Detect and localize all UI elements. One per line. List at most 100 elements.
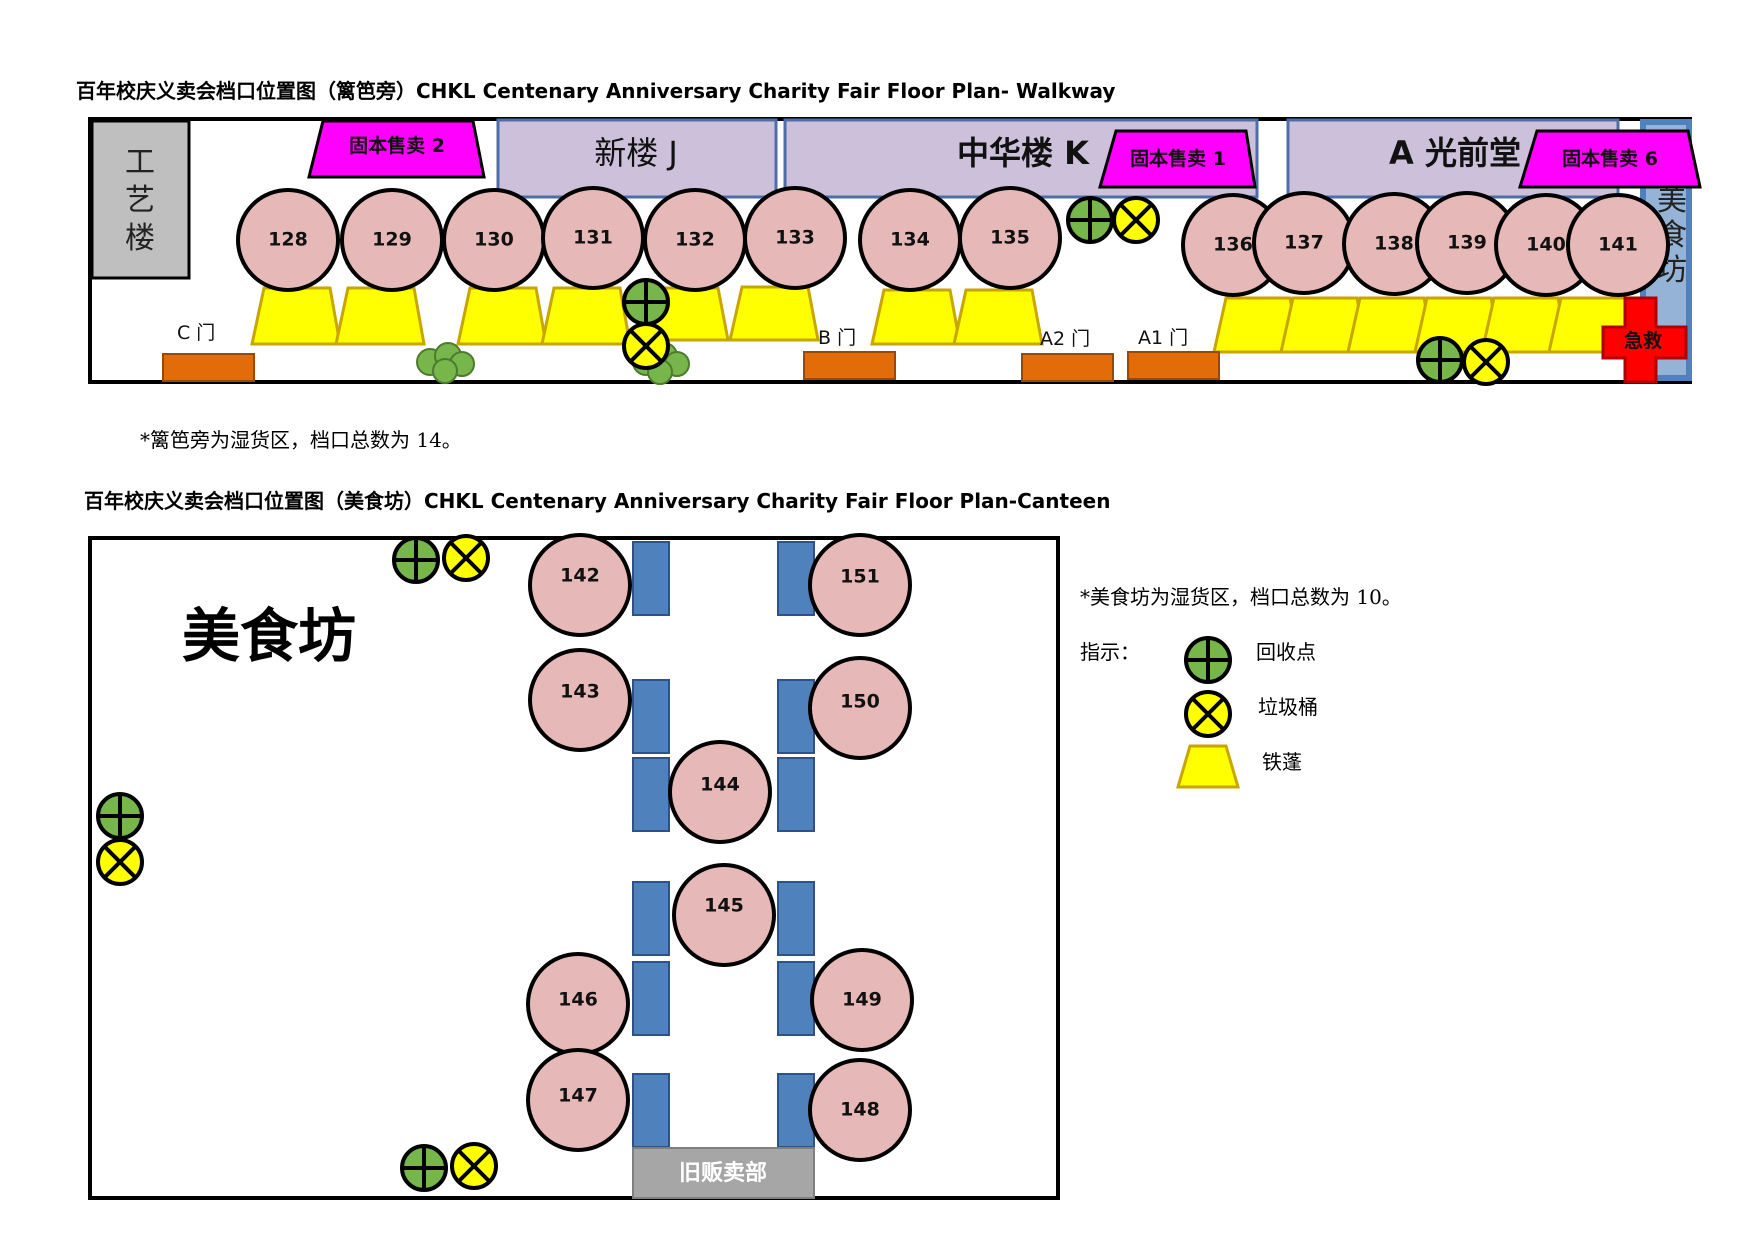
legend-label: 铁蓬 — [1262, 750, 1302, 774]
stall: 132 — [643, 188, 747, 292]
stall: 128 — [236, 188, 340, 292]
tent-icon — [1175, 744, 1241, 789]
door-a1: A1 门 — [1127, 327, 1220, 380]
building-xinlou: 新楼 J — [496, 118, 778, 199]
walkway-note: *篱笆旁为湿货区，档口总数为 14。 — [140, 428, 462, 452]
svg-text:固本售卖 2: 固本售卖 2 — [349, 134, 445, 157]
svg-text:146: 146 — [558, 989, 598, 1011]
svg-text:C 门: C 门 — [177, 322, 215, 344]
svg-text:美: 美 — [1657, 183, 1687, 218]
svg-text:128: 128 — [268, 229, 308, 251]
recycle-point-icon — [622, 278, 670, 326]
tent-icon — [456, 286, 548, 346]
bush-icon — [416, 342, 475, 384]
stall: 143 — [528, 648, 632, 752]
svg-text:急救: 急救 — [1624, 329, 1662, 352]
fixed-sale-6: 固本售卖 6 — [1517, 129, 1702, 189]
stall: 145 — [672, 863, 776, 967]
svg-text:A1 门: A1 门 — [1138, 327, 1188, 349]
door-b: B 门 — [803, 327, 896, 380]
stall: 129 — [340, 188, 444, 292]
svg-text:133: 133 — [775, 227, 815, 249]
canteen-note: *美食坊为湿货区，档口总数为 10。 — [1080, 585, 1402, 609]
svg-text:新楼 J: 新楼 J — [594, 134, 678, 172]
svg-text:129: 129 — [372, 229, 412, 251]
fixed-sale-2: 固本售卖 2 — [307, 119, 486, 179]
stall: 146 — [526, 952, 630, 1056]
recycle-point-icon — [1066, 196, 1114, 244]
stall: 134 — [858, 188, 962, 292]
tent-row — [250, 285, 1637, 354]
svg-text:143: 143 — [560, 681, 600, 703]
building-gongyi-char: 楼 — [125, 221, 155, 256]
building-gongyi: 工 艺 楼 — [90, 119, 191, 280]
svg-text:138: 138 — [1374, 233, 1414, 255]
svg-text:142: 142 — [560, 565, 600, 587]
door-a2: A2 门 — [1021, 328, 1114, 382]
legend-heading: 指示： — [1080, 640, 1140, 664]
canteen-area-label: 美食坊 — [182, 602, 356, 670]
svg-text:141: 141 — [1598, 234, 1638, 256]
tent-icon — [728, 285, 820, 342]
recycle-point-icon — [1184, 636, 1232, 684]
svg-text:A 光前堂: A 光前堂 — [1389, 134, 1521, 172]
trash-bin-icon — [622, 322, 670, 370]
svg-text:149: 149 — [842, 989, 882, 1011]
trash-bin-icon — [96, 838, 144, 886]
building-gongyi-char: 艺 — [125, 183, 155, 218]
svg-text:B 门: B 门 — [818, 327, 856, 349]
svg-text:134: 134 — [890, 229, 930, 251]
recycle-point-icon — [400, 1144, 448, 1192]
svg-text:147: 147 — [558, 1085, 598, 1107]
stall: 149 — [810, 948, 914, 1052]
recycle-point-icon — [96, 792, 144, 840]
svg-text:140: 140 — [1526, 234, 1566, 256]
trash-bin-icon — [450, 1142, 498, 1190]
svg-text:136: 136 — [1213, 234, 1253, 256]
stall: 133 — [743, 186, 847, 290]
svg-text:145: 145 — [704, 895, 744, 917]
recycle-point-icon — [1416, 336, 1464, 384]
svg-text:旧贩卖部: 旧贩卖部 — [679, 1160, 767, 1186]
tent-icon — [540, 286, 632, 346]
legend-label: 回收点 — [1256, 640, 1316, 664]
recycle-point-icon — [392, 536, 440, 584]
svg-text:150: 150 — [840, 691, 880, 713]
stall: 147 — [526, 1048, 630, 1152]
svg-text:131: 131 — [573, 227, 613, 249]
stall: 150 — [808, 656, 912, 760]
trash-bin-icon — [1462, 338, 1510, 386]
legend: 指示： 回收点 垃圾桶 铁蓬 — [1080, 636, 1318, 789]
stall: 151 — [808, 533, 912, 637]
svg-text:A2 门: A2 门 — [1040, 328, 1090, 350]
trash-bin-icon — [1112, 196, 1160, 244]
stall: 142 — [528, 533, 632, 637]
tent-icon — [952, 288, 1044, 346]
stall: 131 — [541, 186, 645, 290]
tent-icon — [870, 288, 962, 346]
svg-text:148: 148 — [840, 1099, 880, 1121]
svg-text:137: 137 — [1284, 232, 1324, 254]
stall: 135 — [958, 186, 1062, 290]
svg-text:132: 132 — [675, 229, 715, 251]
door-c: C 门 — [162, 322, 255, 382]
svg-text:144: 144 — [700, 774, 740, 796]
stall: 141 — [1566, 193, 1670, 297]
svg-text:中华楼 K: 中华楼 K — [957, 134, 1090, 172]
canteen-title: 百年校庆义卖会档口位置图（美食坊）CHKL Centenary Annivers… — [84, 489, 1110, 513]
stall: 148 — [808, 1058, 912, 1162]
fixed-sale-1: 固本售卖 1 — [1098, 129, 1257, 189]
first-aid-icon: 急救 — [1601, 296, 1688, 384]
old-shop: 旧贩卖部 — [632, 1147, 815, 1199]
trash-bin-icon — [442, 534, 490, 582]
building-gongyi-char: 工 — [125, 145, 155, 180]
stall: 144 — [668, 740, 772, 844]
legend-label: 垃圾桶 — [1258, 695, 1318, 719]
svg-text:135: 135 — [990, 227, 1030, 249]
svg-text:139: 139 — [1447, 232, 1487, 254]
table-group — [632, 541, 815, 1148]
tent-icon — [334, 286, 426, 346]
tent-icon — [250, 286, 342, 346]
trash-bin-icon — [1184, 690, 1232, 738]
svg-text:151: 151 — [840, 566, 880, 588]
